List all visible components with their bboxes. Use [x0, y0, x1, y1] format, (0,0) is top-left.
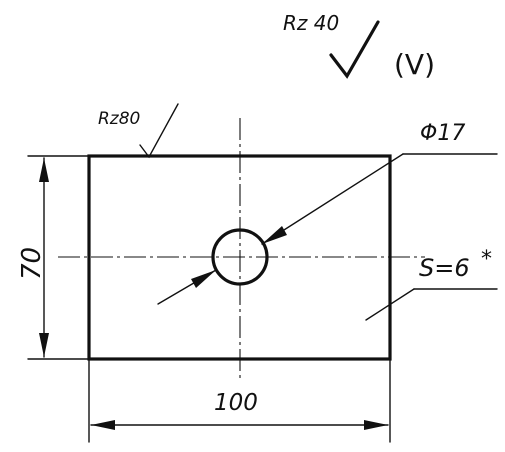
hole-circle: [211, 228, 269, 286]
surface-roughness-top-symbol: [139, 103, 179, 159]
diameter-arrow-lower-icon: [191, 270, 216, 288]
height-dimension-label: 70: [17, 247, 47, 280]
general-roughness-other-label: (V): [394, 48, 435, 81]
width-arrow-left-icon: [91, 420, 115, 430]
hole-diameter-label: Φ17: [420, 121, 465, 146]
thickness-note-mark: *: [481, 247, 492, 272]
height-arrow-top-icon: [39, 158, 49, 182]
diameter-leader-upper: [261, 153, 404, 245]
general-roughness-check-symbol: [329, 20, 380, 79]
width-dimension-label: 100: [214, 390, 258, 416]
height-arrow-bottom-icon: [39, 333, 49, 357]
thickness-note-label: S=6: [419, 254, 470, 282]
thickness-leader: [365, 288, 415, 321]
diameter-arrow-upper-icon: [262, 226, 287, 244]
width-arrow-right-icon: [364, 420, 388, 430]
general-roughness-label: Rz 40: [283, 11, 339, 35]
surface-roughness-top-label: Rz80: [98, 109, 140, 129]
